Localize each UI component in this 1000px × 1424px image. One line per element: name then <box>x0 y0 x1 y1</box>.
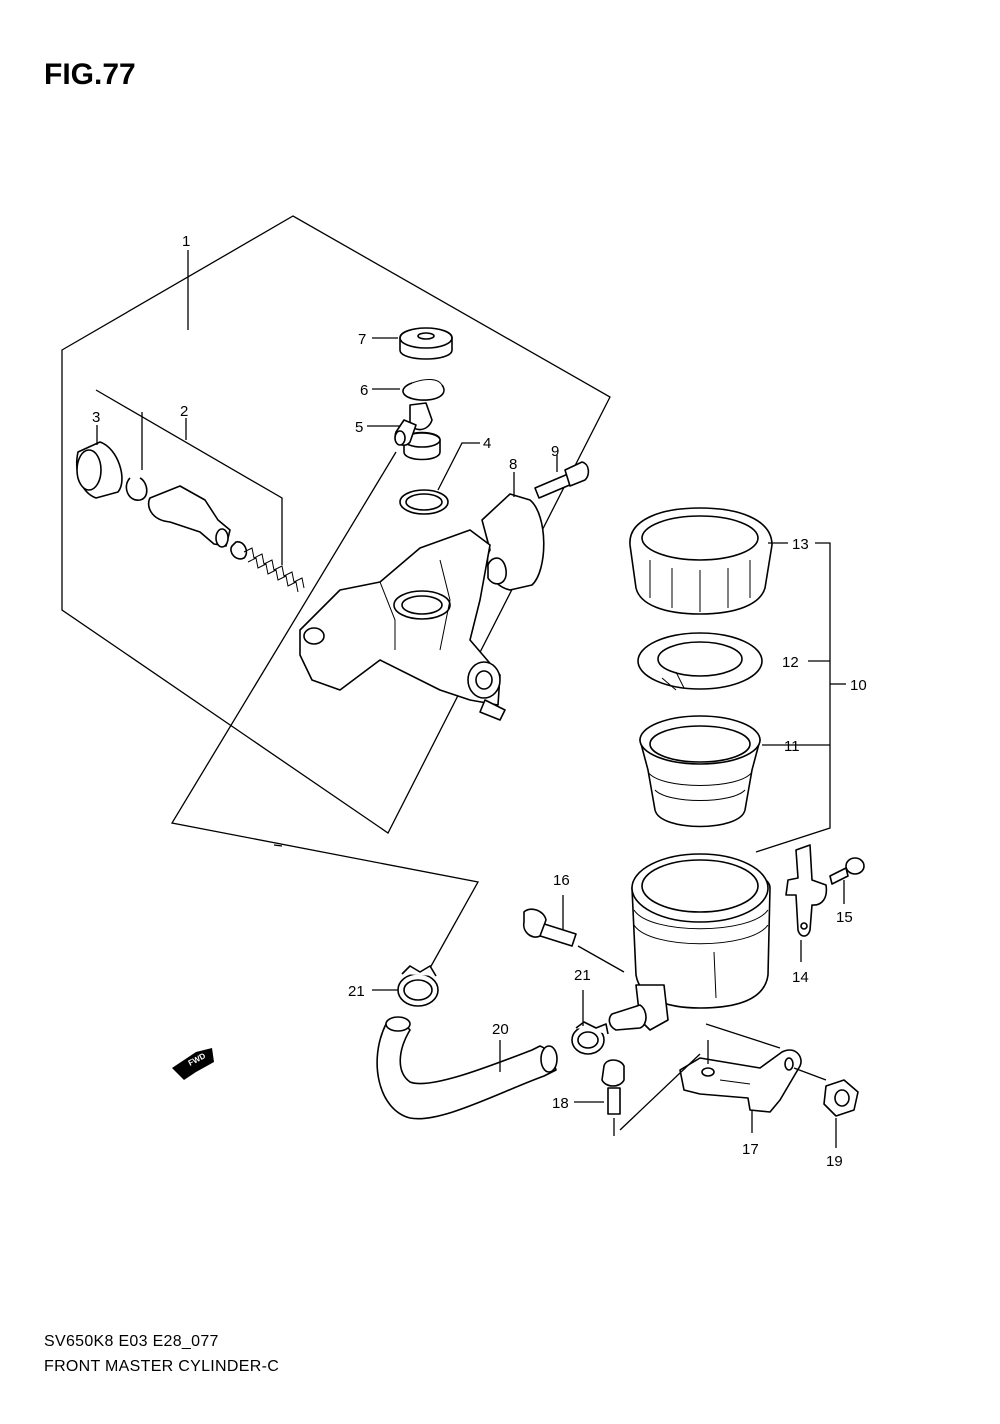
leader-2-bracket <box>95 389 283 565</box>
part-5-union <box>394 402 441 461</box>
callout-3: 3 <box>92 409 100 426</box>
part-20-hose <box>376 1016 558 1120</box>
callout-21-lower: 21 <box>574 967 591 984</box>
part-13-reservoir-cap <box>629 507 773 615</box>
callout-5: 5 <box>355 419 363 436</box>
part-9-bolt <box>534 461 590 499</box>
callout-14: 14 <box>792 969 809 986</box>
part-14-bracket <box>785 844 828 937</box>
hose-connection-leader <box>170 451 480 969</box>
forward-arrow-icon: FWD <box>172 1048 214 1080</box>
callout-9: 9 <box>551 443 559 460</box>
part-2-piston-kit <box>125 477 305 593</box>
kit-boundary-outline <box>61 215 611 834</box>
part-16-bolt <box>522 908 577 947</box>
callout-12: 12 <box>782 654 799 671</box>
callout-6: 6 <box>360 382 368 399</box>
callout-13: 13 <box>792 536 809 553</box>
leader-4 <box>437 442 480 491</box>
reservoir-body <box>608 853 771 1031</box>
callout-8: 8 <box>509 456 517 473</box>
figure-title: FIG.77 <box>44 58 136 91</box>
master-cylinder-body <box>299 529 506 721</box>
callout-19: 19 <box>826 1153 843 1170</box>
part-6-circlip <box>402 379 445 401</box>
part-15-screw <box>829 857 865 885</box>
callout-20: 20 <box>492 1021 509 1038</box>
part-11-diaphragm <box>639 715 761 828</box>
part-21-clamp-upper <box>397 965 439 1007</box>
callout-11: 11 <box>784 738 800 755</box>
callout-4: 4 <box>483 435 491 452</box>
part-8-clamp <box>481 493 545 591</box>
callout-15: 15 <box>836 909 853 926</box>
callout-7: 7 <box>358 331 366 348</box>
callout-16: 16 <box>553 872 570 889</box>
leader-gap <box>273 844 283 847</box>
diagram-name: FRONT MASTER CYLINDER-C <box>44 1358 280 1375</box>
callout-17: 17 <box>742 1141 759 1158</box>
leader-19-to-bracket <box>793 1067 827 1081</box>
leader-16-to-reservoir <box>577 945 625 973</box>
callout-2: 2 <box>180 403 188 420</box>
part-21-clamp-lower <box>571 1021 609 1055</box>
part-12-plate <box>637 632 763 691</box>
part-4-o-ring <box>399 489 449 515</box>
part-19-nut <box>823 1079 859 1117</box>
part-3-boot <box>76 441 123 499</box>
part-17-bracket <box>679 1049 802 1113</box>
leader-17-to-reservoir <box>705 1023 781 1049</box>
part-18-bolt <box>601 1059 625 1115</box>
part-7-cap <box>399 327 453 360</box>
model-code: SV650K8 E03 E28_077 <box>44 1333 219 1350</box>
callout-10: 10 <box>850 677 867 694</box>
callout-21-upper: 21 <box>348 983 365 1000</box>
callout-18: 18 <box>552 1095 569 1112</box>
leader-17-to-bolt <box>619 1053 701 1131</box>
callout-1: 1 <box>182 233 190 250</box>
leader-10-bracket <box>755 542 831 853</box>
